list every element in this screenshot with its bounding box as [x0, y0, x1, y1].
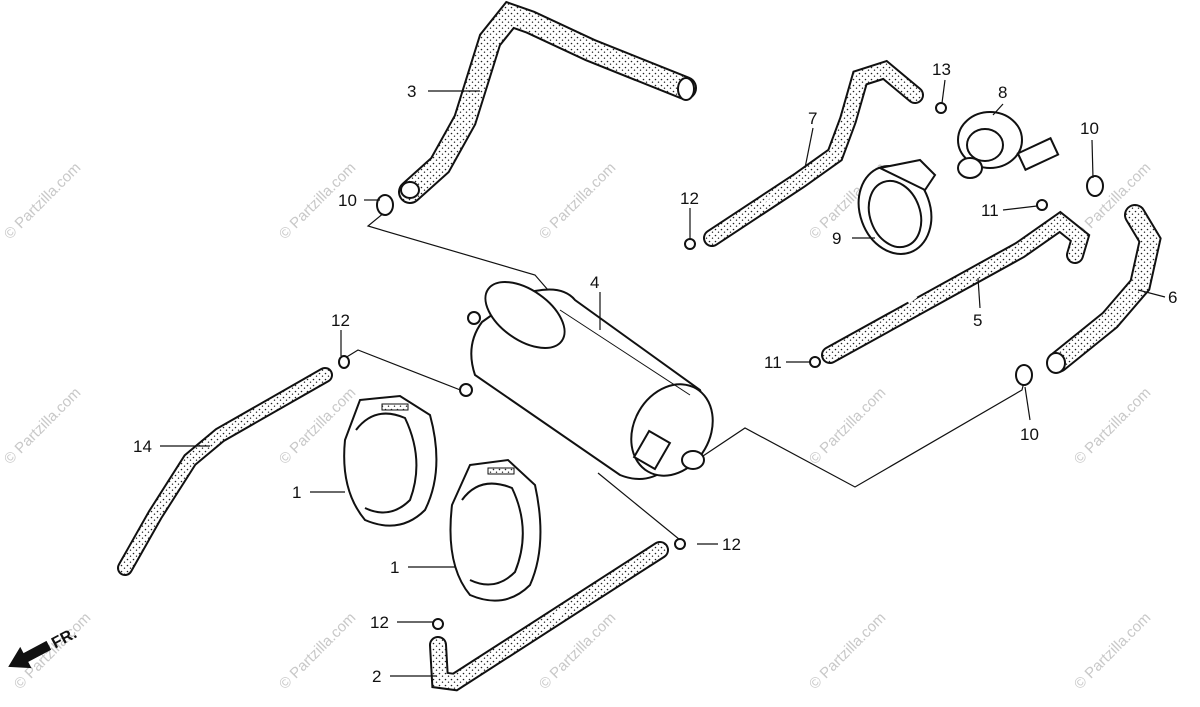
callout-4: 4 [590, 273, 599, 292]
watermark: © Partzilla.com [1, 384, 84, 467]
watermark: © Partzilla.com [806, 609, 889, 692]
hose-part-6 [1046, 204, 1162, 374]
callout-1: 1 [292, 483, 301, 502]
watermark: © Partzilla.com [806, 384, 889, 467]
hose-part-14 [117, 367, 333, 576]
callout-11: 11 [981, 201, 999, 220]
hose-part-2 [429, 541, 669, 692]
watermark: © Partzilla.com [11, 609, 94, 692]
callout-12: 12 [722, 535, 741, 554]
clamps [338, 102, 1104, 630]
bracket-part-9 [857, 158, 937, 255]
callout-8: 8 [998, 83, 1007, 102]
hose-part-3 [398, 0, 697, 204]
callout-12: 12 [680, 189, 699, 208]
callouts: 3 10 12 14 1 1 12 2 12 4 12 7 9 13 8 10 … [133, 60, 1177, 686]
callout-9: 9 [832, 229, 841, 248]
watermark: © Partzilla.com [1071, 609, 1154, 692]
callout-5: 5 [973, 311, 982, 330]
band-part-1-lower [449, 458, 542, 602]
callout-10: 10 [1080, 119, 1099, 138]
band-part-1-upper [343, 394, 438, 527]
callout-12: 12 [331, 311, 350, 330]
callout-14: 14 [133, 437, 152, 456]
canister-part-4 [459, 281, 714, 480]
callout-6: 6 [1168, 288, 1177, 307]
callout-12: 12 [370, 613, 389, 632]
callout-7: 7 [808, 109, 817, 128]
callout-11: 11 [764, 353, 782, 372]
watermark: © Partzilla.com [1071, 384, 1154, 467]
valve-part-8 [957, 111, 1060, 179]
watermark: © Partzilla.com [536, 159, 619, 242]
callout-1: 1 [390, 558, 399, 577]
connection-lines [344, 211, 1027, 545]
watermark: © Partzilla.com [276, 609, 359, 692]
hose-part-5 [821, 210, 1091, 364]
hose-part-7 [703, 59, 924, 247]
leader-lines [160, 79, 1166, 677]
callout-3: 3 [407, 82, 416, 101]
callout-13: 13 [932, 60, 951, 79]
callout-10: 10 [338, 191, 357, 210]
watermark: © Partzilla.com [1, 159, 84, 242]
callout-2: 2 [372, 667, 381, 686]
callout-10: 10 [1020, 425, 1039, 444]
